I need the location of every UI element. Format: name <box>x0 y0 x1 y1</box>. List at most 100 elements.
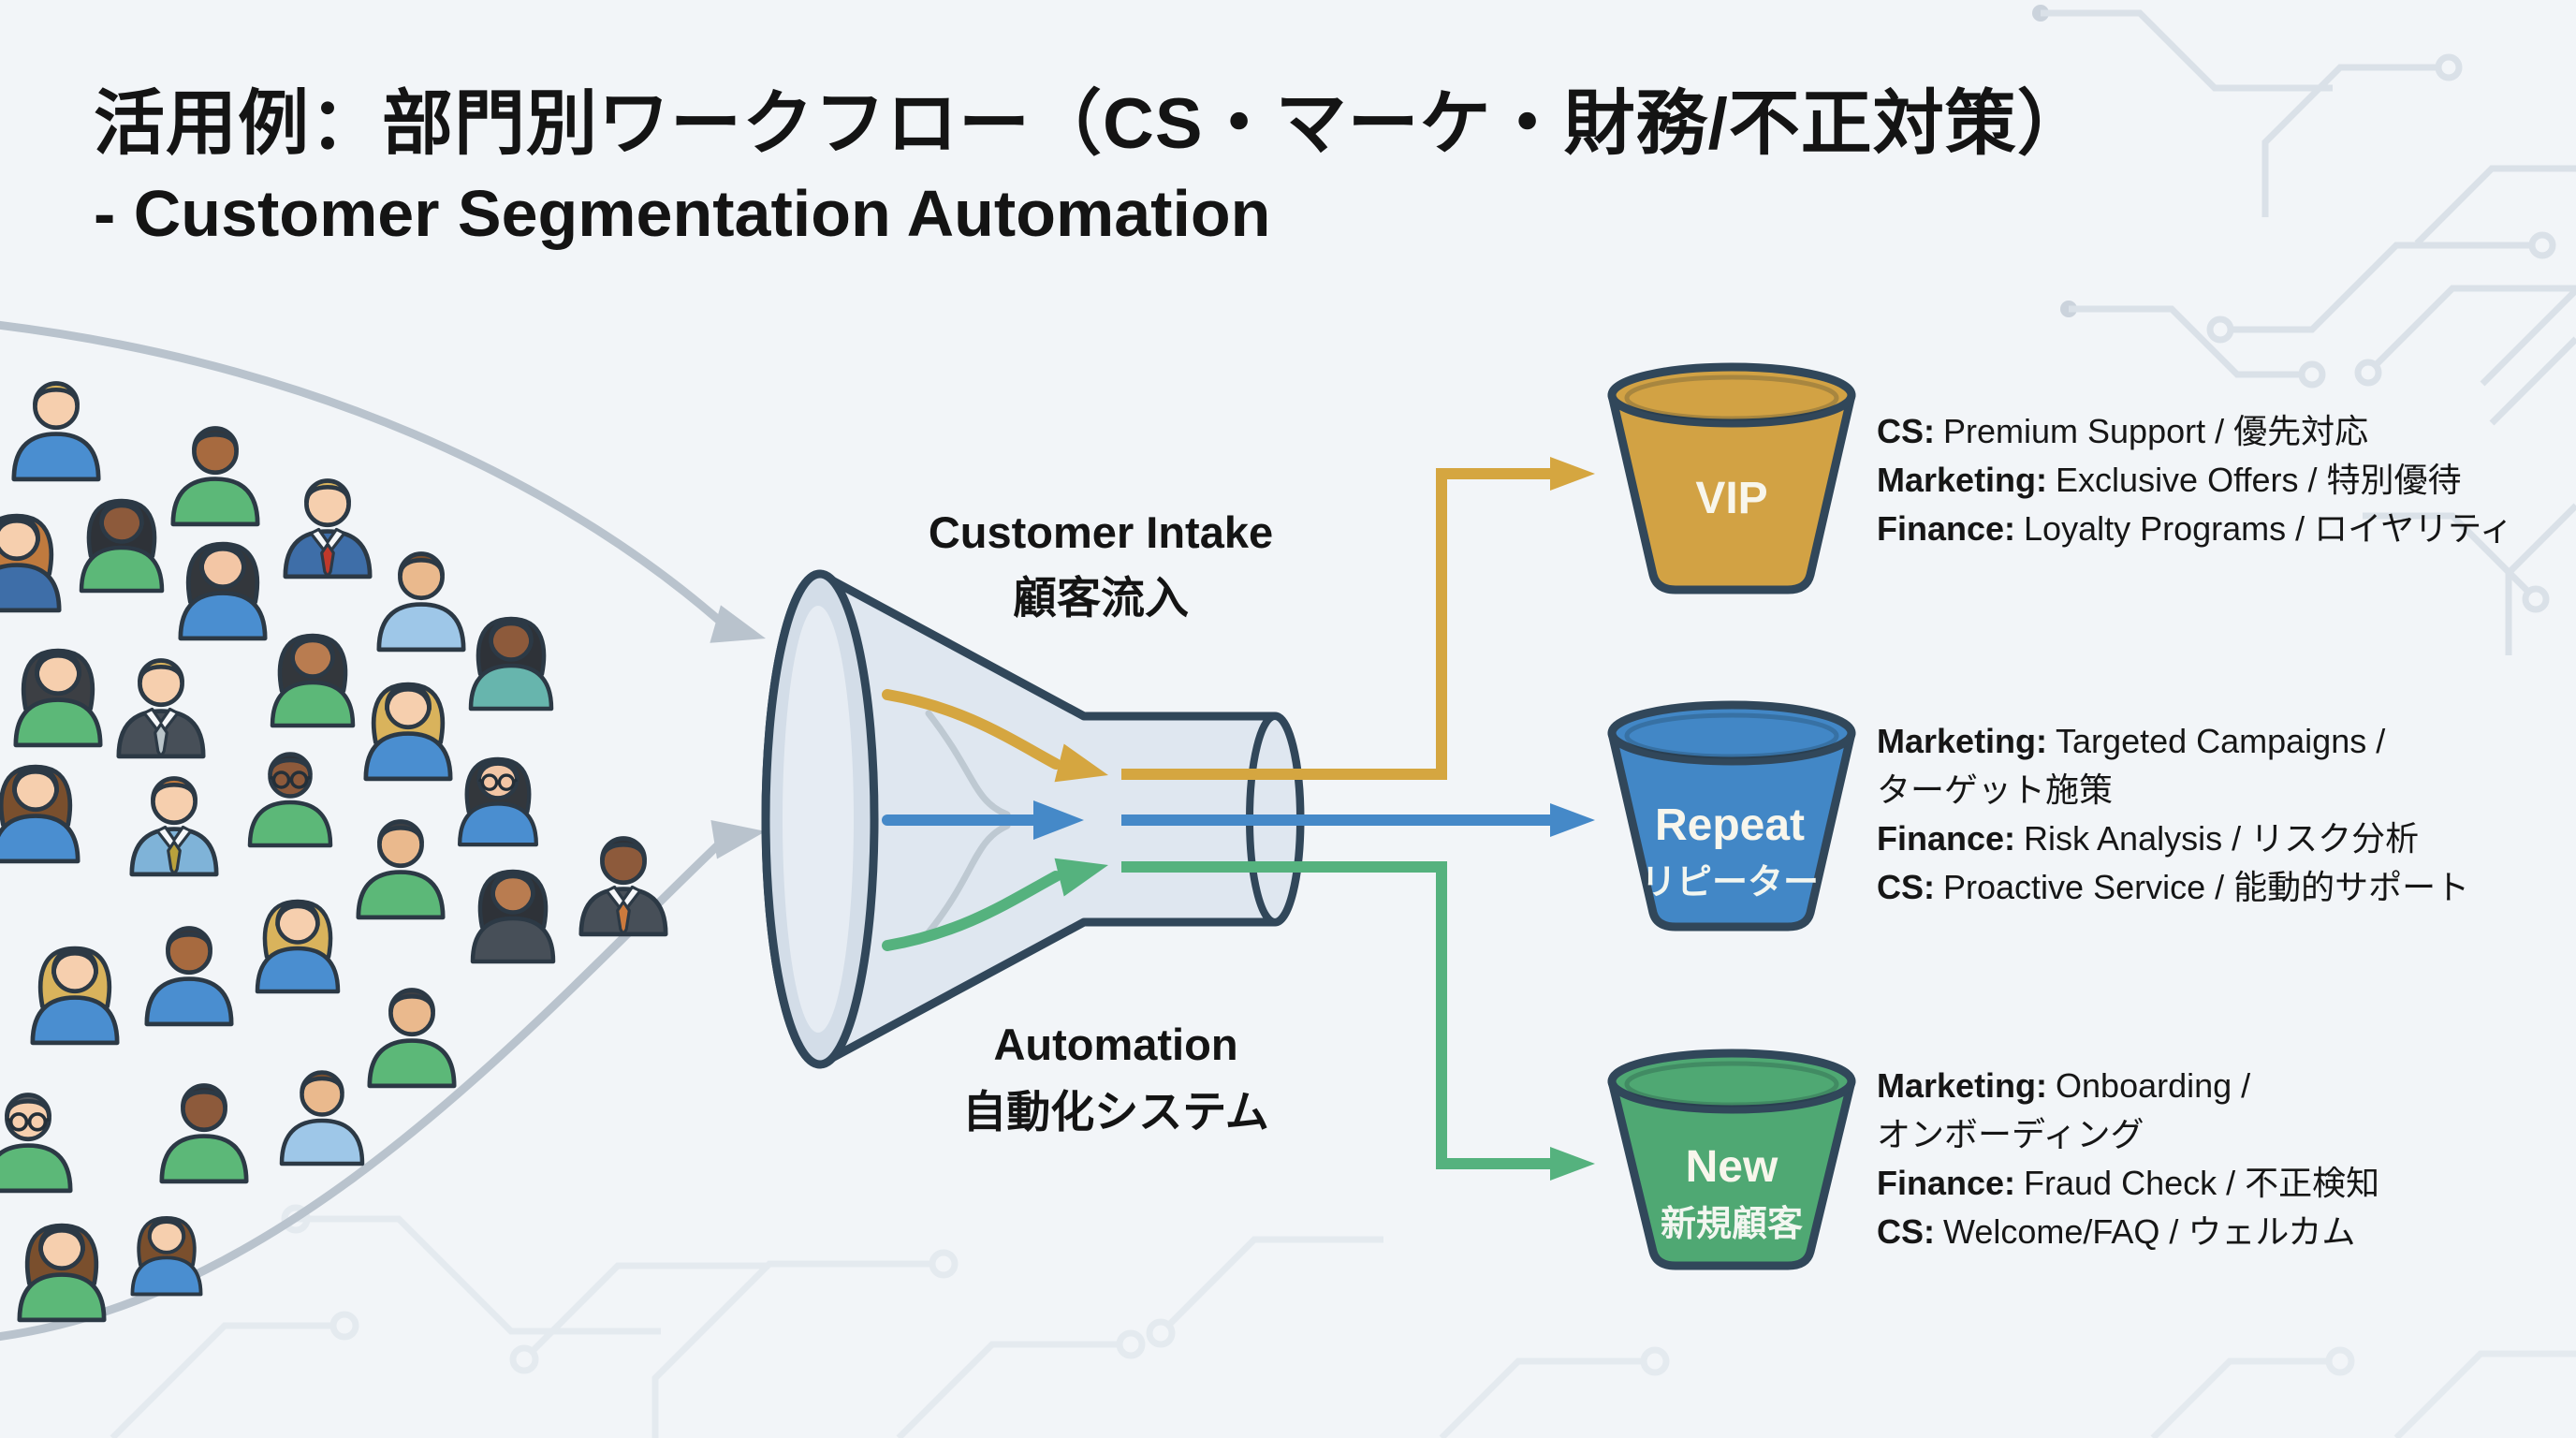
bucket-label: New <box>1686 1142 1778 1192</box>
circuit-trace <box>2393 1350 2576 1438</box>
funnel-mouth-highlight <box>783 606 854 1033</box>
circuit-node <box>2206 315 2234 344</box>
circuit-trace <box>2232 242 2542 333</box>
bucket-body <box>1607 1077 1856 1270</box>
funnel-streams <box>882 689 1108 951</box>
dept-label: CS: <box>1877 868 1935 906</box>
bucket-repeat: Repeat リピーター <box>1607 700 1856 932</box>
dept-label: Marketing: <box>1877 722 2047 760</box>
person-avatar <box>33 948 117 1043</box>
desc-line: CS:Welcome/FAQ / ウェルカム <box>1877 1212 2355 1251</box>
dept-text: Premium Support / 優先対応 <box>1943 412 2368 450</box>
dept-text: オンボーディング <box>1877 1115 2144 1153</box>
dept-label: Finance: <box>1877 819 2015 858</box>
route-vip-arrow-icon <box>1550 457 1595 491</box>
desc-line: オンボーディング <box>1877 1115 2144 1153</box>
bucket-label-jp: 新規顧客 <box>1661 1204 1803 1244</box>
circuit-node <box>2435 53 2463 81</box>
person-avatar <box>473 872 553 961</box>
bucket-rim <box>1607 700 1856 766</box>
new-stream <box>882 871 1061 951</box>
person-avatar <box>257 902 338 991</box>
bucket-label: Repeat <box>1655 800 1805 850</box>
automation-label-en: Automation <box>993 1020 1237 1069</box>
desc-line: CS:Proactive Service / 能動的サポート <box>1877 868 2469 906</box>
intake-arrow-bottom-icon <box>710 820 766 859</box>
desc-line: Marketing:Targeted Campaigns / <box>1877 722 2385 760</box>
new-stream-arrow-icon <box>1054 858 1108 897</box>
person-avatar <box>471 619 551 709</box>
circuit-node <box>2354 359 2382 387</box>
circuit-node <box>2298 360 2326 389</box>
vip-stream <box>882 689 1061 770</box>
dept-text: Proactive Service / 能動的サポート <box>1943 868 2469 906</box>
intake-label-en: Customer Intake <box>929 507 1273 557</box>
circuit-trace <box>651 1260 932 1438</box>
vip-stream-arrow-icon <box>1054 743 1108 783</box>
repeat-description: Marketing:Targeted Campaigns / ターゲット施策 F… <box>1877 722 2469 906</box>
page-title-line2: - Customer Segmentation Automation <box>94 177 1270 250</box>
vip-description: CS:Premium Support / 優先対応 Marketing:Excl… <box>1877 412 2513 548</box>
desc-line: ターゲット施策 <box>1877 770 2113 809</box>
bucket-label-jp: リピーター <box>1641 863 1819 902</box>
dept-text: Targeted Campaigns / <box>2056 722 2385 760</box>
new-description: Marketing:Onboarding / オンボーディング Finance:… <box>1877 1066 2379 1251</box>
bucket-rim-shadow <box>1624 1061 1839 1108</box>
person-avatar <box>20 1225 104 1320</box>
circuit-trace <box>110 1322 333 1438</box>
dept-text: Risk Analysis / リスク分析 <box>2024 819 2419 858</box>
person-avatar <box>181 544 265 638</box>
desc-line: Marketing:Exclusive Offers / 特別優待 <box>1877 461 2461 499</box>
bucket-vip: VIP <box>1607 362 1856 594</box>
circuit-node <box>329 1311 359 1341</box>
dept-label: Finance: <box>1877 509 2015 548</box>
route-repeat-arrow-icon <box>1550 803 1595 837</box>
page-title-line1: 活用例：部門別ワークフロー（CS・マーケ・財務/不正対策） <box>94 84 2089 164</box>
circuit-node <box>929 1249 959 1279</box>
dept-label: Marketing: <box>1877 1066 2047 1105</box>
circuit-trace <box>1439 1357 1644 1438</box>
dept-label: Finance: <box>1877 1164 2015 1202</box>
circuit-trace <box>2505 503 2576 655</box>
bucket-body <box>1607 390 1856 594</box>
desc-line: Finance:Fraud Check / 不正検知 <box>1877 1164 2379 1202</box>
bucket-body <box>1607 728 1856 932</box>
bucket-rim <box>1607 362 1856 428</box>
desc-line: CS:Premium Support / 優先対応 <box>1877 412 2368 450</box>
circuit-trace <box>296 1215 661 1335</box>
dept-label: CS: <box>1877 1212 1935 1251</box>
dept-label: CS: <box>1877 412 1935 450</box>
circuit-trace <box>2261 64 2449 217</box>
bucket-new: New 新規顧客 <box>1607 1049 1856 1270</box>
dept-text: Loyalty Programs / ロイヤリティ <box>2024 509 2513 548</box>
circuit-trace <box>2414 165 2576 246</box>
circuit-node <box>1116 1329 1146 1359</box>
intake-label-jp: 顧客流入 <box>1013 573 1189 623</box>
dept-text: Fraud Check / 不正検知 <box>2024 1164 2379 1202</box>
circuit-trace <box>2489 336 2576 426</box>
desc-line: Finance:Risk Analysis / リスク分析 <box>1877 819 2419 858</box>
dept-text: Welcome/FAQ / ウェルカム <box>1943 1212 2355 1251</box>
circuit-node <box>2325 1346 2355 1376</box>
automation-label-jp: 自動化システム <box>962 1087 1269 1137</box>
gray-stream-branch <box>925 710 1011 818</box>
person-avatar <box>16 651 100 745</box>
route-new-arrow-icon <box>1550 1147 1595 1181</box>
person-avatar <box>81 501 162 591</box>
dept-text: ターゲット施策 <box>1877 770 2113 809</box>
bucket-rim <box>1607 1049 1856 1114</box>
circuit-trace <box>2150 1357 2329 1438</box>
person-avatar <box>272 636 353 726</box>
desc-line: Finance:Loyalty Programs / ロイヤリティ <box>1877 509 2513 548</box>
bucket-rim-shadow <box>1624 374 1839 421</box>
dept-label: Marketing: <box>1877 461 2047 499</box>
circuit-trace <box>896 1341 1120 1438</box>
circuit-trace <box>2041 9 2333 92</box>
person-avatar <box>130 1215 203 1297</box>
circuit-trace <box>2069 305 2301 378</box>
person-avatar <box>460 759 536 844</box>
dept-text: Exclusive Offers / 特別優待 <box>2056 461 2461 499</box>
route-new <box>1121 861 1554 1169</box>
